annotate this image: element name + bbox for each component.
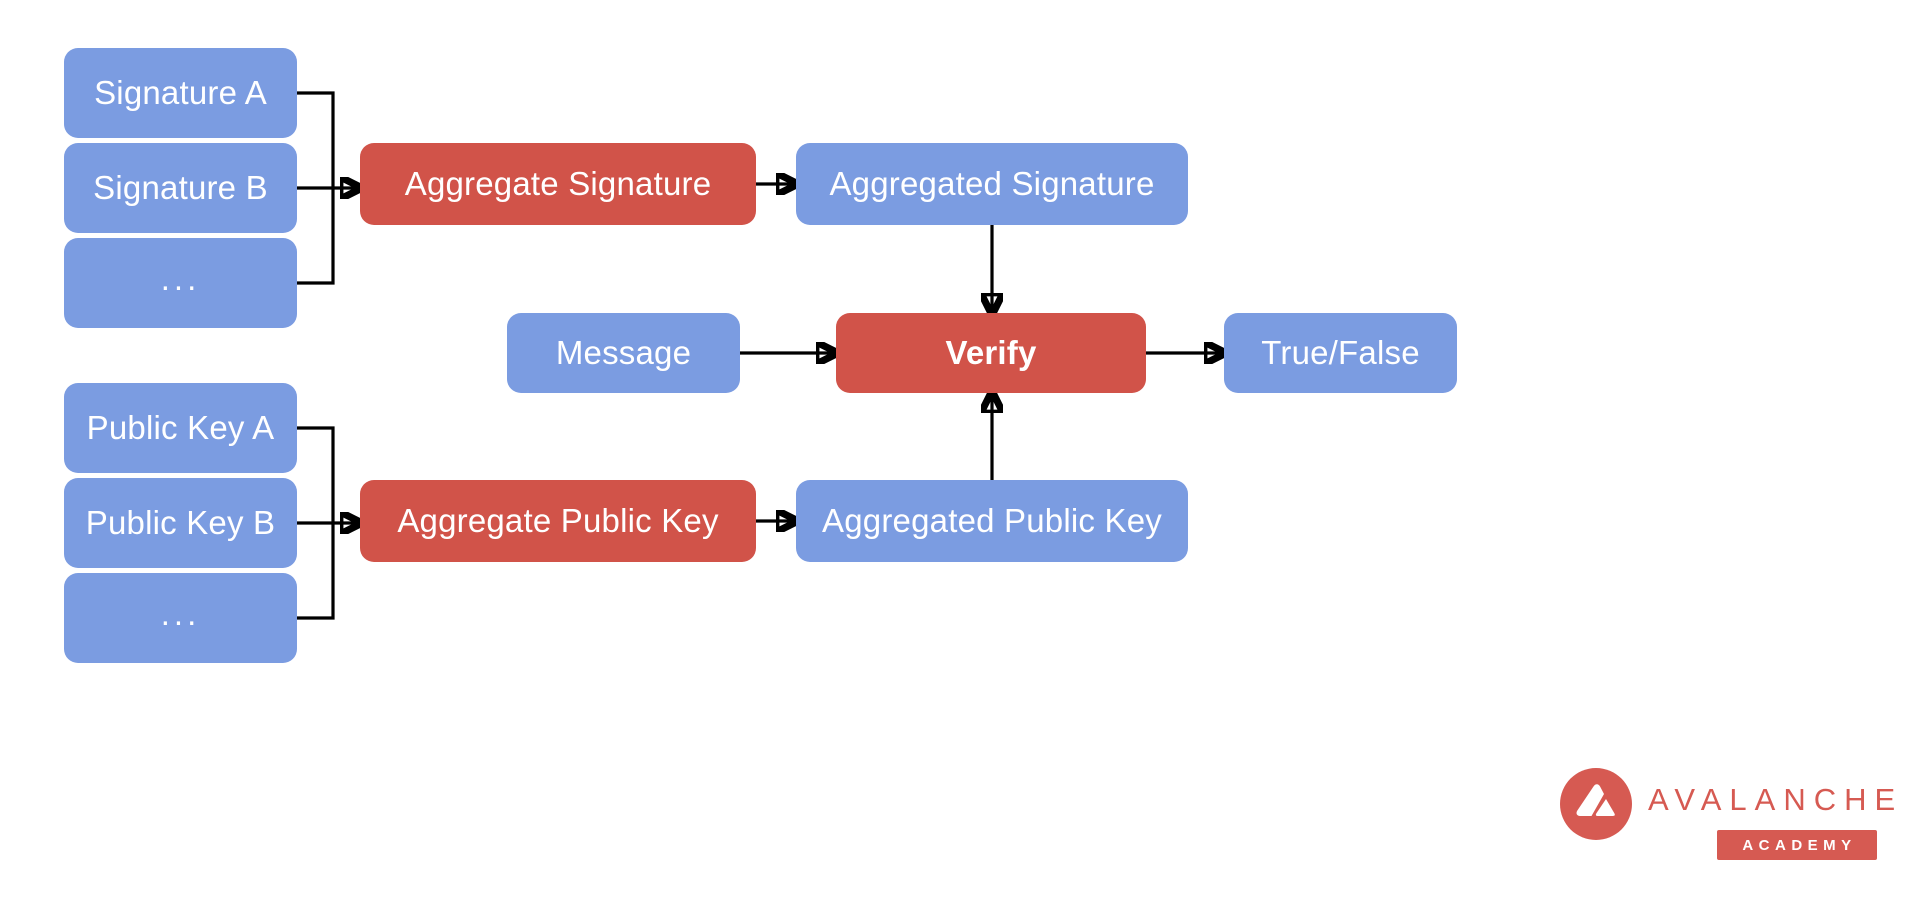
node-signature-b[interactable]: Signature B [64,143,297,233]
node-aggregated-public-key[interactable]: Aggregated Public Key [796,480,1188,562]
avalanche-wordmark: AVALANCHE [1648,782,1904,817]
avalanche-mark-icon [1560,768,1632,840]
node-public-key-a-label: Public Key A [86,408,275,446]
node-public-key-b[interactable]: Public Key B [64,478,297,568]
node-aggregate-public-key-label: Aggregate Public Key [397,501,719,539]
edge-public-key-bus [297,426,335,620]
node-verify[interactable]: Verify [836,313,1146,393]
node-true-false-label: True/False [1261,333,1420,371]
edge-signature-bus [297,91,335,285]
node-public-key-a[interactable]: Public Key A [64,383,297,473]
academy-badge: ACADEMY [1717,830,1877,860]
node-public-key-more-label: ... [160,594,201,632]
node-aggregate-signature[interactable]: Aggregate Signature [360,143,756,225]
node-signature-a-label: Signature A [94,73,267,111]
node-public-key-b-label: Public Key B [85,503,276,541]
node-verify-label: Verify [945,333,1037,371]
node-aggregated-signature[interactable]: Aggregated Signature [796,143,1188,225]
academy-badge-label: ACADEMY [1742,836,1857,854]
node-aggregate-signature-label: Aggregate Signature [404,164,712,202]
node-true-false[interactable]: True/False [1224,313,1457,393]
node-aggregate-public-key[interactable]: Aggregate Public Key [360,480,756,562]
node-signature-more-label: ... [160,259,201,297]
node-signature-b-label: Signature B [93,168,268,206]
node-signature-a[interactable]: Signature A [64,48,297,138]
node-signature-more[interactable]: ... [64,238,297,328]
node-public-key-more[interactable]: ... [64,573,297,663]
node-message[interactable]: Message [507,313,740,393]
node-aggregated-signature-label: Aggregated Signature [829,164,1155,202]
avalanche-academy-logo: AVALANCHE ACADEMY [1560,766,1895,878]
node-message-label: Message [555,333,692,371]
node-aggregated-public-key-label: Aggregated Public Key [822,501,1162,539]
